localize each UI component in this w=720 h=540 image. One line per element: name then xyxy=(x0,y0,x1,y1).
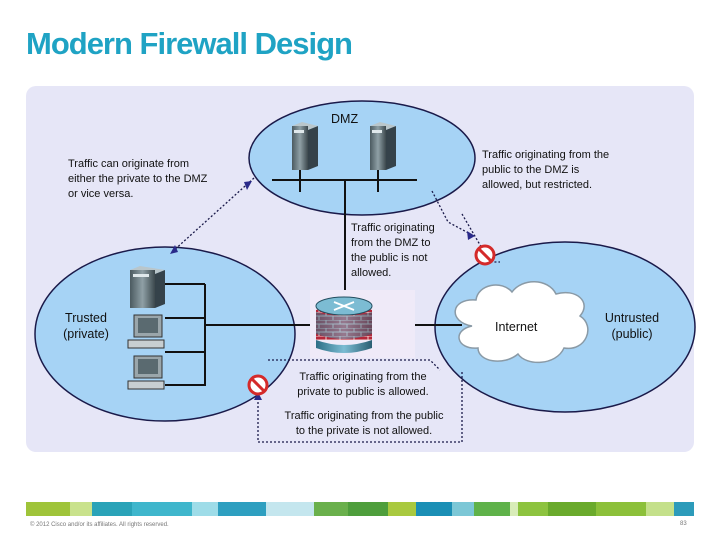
dmz-label: DMZ xyxy=(331,112,359,126)
server-icon xyxy=(292,122,318,170)
annotation-dmz-public: Traffic originating from the DMZ to the … xyxy=(351,221,435,281)
annotation-public-dmz: Traffic originating from the public to t… xyxy=(482,148,609,193)
annotation-private-public: Traffic originating from the private to … xyxy=(286,370,440,400)
annotation-line: allowed. xyxy=(351,267,392,279)
arrowhead-icon xyxy=(170,181,475,400)
annotation-line: either the private to the DMZ xyxy=(68,173,208,185)
internet-label: Internet xyxy=(495,320,538,334)
network-links xyxy=(165,170,462,386)
annotation-public-private: Traffic originating from the public to t… xyxy=(272,409,456,439)
trusted-label-line1: Trusted xyxy=(65,311,107,325)
server-icon xyxy=(370,122,396,170)
traffic-paths xyxy=(171,177,500,443)
untrusted-label-line2: (public) xyxy=(611,327,653,341)
annotation-line: private to public is allowed. xyxy=(297,386,429,398)
firewall-router-icon xyxy=(310,290,415,358)
copyright-notice: © 2012 Cisco and/or its affiliates. All … xyxy=(30,522,169,528)
untrusted-label: Untrusted (public) xyxy=(600,310,664,342)
trusted-label: Trusted (private) xyxy=(56,310,116,342)
annotation-line: allowed, but restricted. xyxy=(482,179,593,191)
trusted-zone xyxy=(34,246,296,422)
slide-title: Modern Firewall Design xyxy=(26,26,353,61)
footer-color-bar xyxy=(26,502,694,516)
cloud-icon xyxy=(454,281,589,364)
server-icon xyxy=(130,266,165,308)
page-number: 83 xyxy=(680,521,687,527)
annotation-line: the public is not xyxy=(351,252,428,264)
annotation-line: public to the DMZ is xyxy=(482,164,580,176)
no-entry-icon xyxy=(474,244,496,266)
workstation-icon xyxy=(127,355,165,390)
untrusted-label-line1: Untrusted xyxy=(604,311,660,325)
annotation-line: Traffic originating from the xyxy=(482,149,610,161)
no-entry-icon xyxy=(247,374,269,396)
annotation-line: Traffic originating xyxy=(351,222,435,234)
annotation-line: Traffic originating from the xyxy=(299,371,427,383)
annotation-line: or vice versa. xyxy=(68,188,134,200)
dmz-zone xyxy=(248,100,476,216)
annotation-private-dmz: Traffic can originate from either the pr… xyxy=(68,157,207,202)
annotation-line: Traffic originating from the public xyxy=(284,410,444,422)
trusted-label-line2: (private) xyxy=(63,327,109,341)
workstation-icon xyxy=(127,314,165,349)
annotation-line: from the DMZ to xyxy=(351,237,431,249)
annotation-line: Traffic can originate from xyxy=(68,158,190,170)
annotation-line: to the private is not allowed. xyxy=(295,425,433,437)
